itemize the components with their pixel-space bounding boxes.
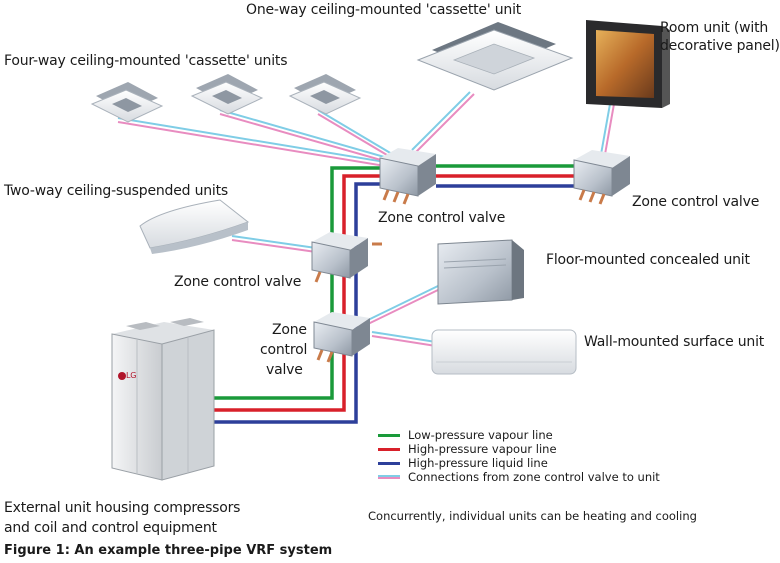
room-unit-decorative (586, 20, 670, 108)
one-way-cassette-unit (416, 22, 574, 91)
outdoor-unit-logo: LG (126, 371, 137, 380)
label-room-unit-line1: Room unit (with (660, 20, 769, 36)
note-heating-cooling: Concurrently, individual units can be he… (368, 509, 697, 523)
label-one-way-cassette: One-way ceiling-mounted 'cassette' unit (246, 2, 522, 18)
wall-mounted-unit (431, 329, 577, 375)
zone-valve-top-center (379, 148, 436, 205)
four-way-cassette-1 (90, 82, 164, 123)
label-external-unit-line2: and coil and control equipment (4, 520, 217, 536)
label-floor-mounted: Floor-mounted concealed unit (546, 252, 750, 268)
legend-swatch (378, 475, 400, 479)
low-pressure-vapour-line (212, 166, 385, 400)
two-way-suspended-unit (139, 199, 250, 254)
unit-connection-lines (117, 91, 615, 347)
legend-item-high-pressure-liquid: High-pressure liquid line (378, 456, 660, 470)
label-zone-valve-lower-line3: valve (266, 362, 303, 378)
four-way-cassette-3 (288, 74, 362, 115)
floor-mounted-unit (437, 239, 524, 305)
zone-valve-middle (311, 232, 382, 283)
external-unit (111, 318, 215, 481)
legend-item-low-pressure-vapour: Low-pressure vapour line (378, 428, 660, 442)
legend-item-high-pressure-vapour: High-pressure vapour line (378, 442, 660, 456)
high-pressure-liquid-line (212, 182, 385, 424)
legend-label: High-pressure liquid line (408, 456, 548, 470)
legend-swatch (378, 461, 400, 465)
legend-label: Connections from zone control valve to u… (408, 470, 660, 484)
label-wall-mounted: Wall-mounted surface unit (584, 334, 765, 350)
four-way-cassette-2 (190, 74, 264, 115)
label-zone-valve-top-center: Zone control valve (378, 210, 506, 226)
legend: Low-pressure vapour line High-pressure v… (378, 428, 660, 484)
legend-label: High-pressure vapour line (408, 442, 557, 456)
label-four-way-cassettes: Four-way ceiling-mounted 'cassette' unit… (4, 53, 288, 69)
legend-swatch (378, 447, 400, 451)
legend-label: Low-pressure vapour line (408, 428, 553, 442)
main-pipework (212, 164, 578, 424)
label-zone-valve-lower-line2: control (260, 342, 308, 358)
zone-valve-top-right (573, 150, 630, 205)
label-two-way-suspended: Two-way ceiling-suspended units (4, 183, 229, 199)
legend-item-connections: Connections from zone control valve to u… (378, 470, 660, 484)
zone-valve-boxes (311, 148, 630, 363)
label-room-unit-line2: decorative panel) (660, 38, 780, 54)
legend-swatch (378, 433, 400, 437)
label-external-unit-line1: External unit housing compressors (4, 500, 241, 516)
label-zone-valve-lower-line1: Zone (272, 322, 307, 338)
zone-valve-lower (313, 312, 370, 363)
label-zone-valve-middle: Zone control valve (174, 274, 302, 290)
figure-caption: Figure 1: An example three-pipe VRF syst… (4, 543, 333, 558)
label-zone-valve-top-right: Zone control valve (632, 194, 760, 210)
high-pressure-vapour-line (212, 174, 385, 412)
